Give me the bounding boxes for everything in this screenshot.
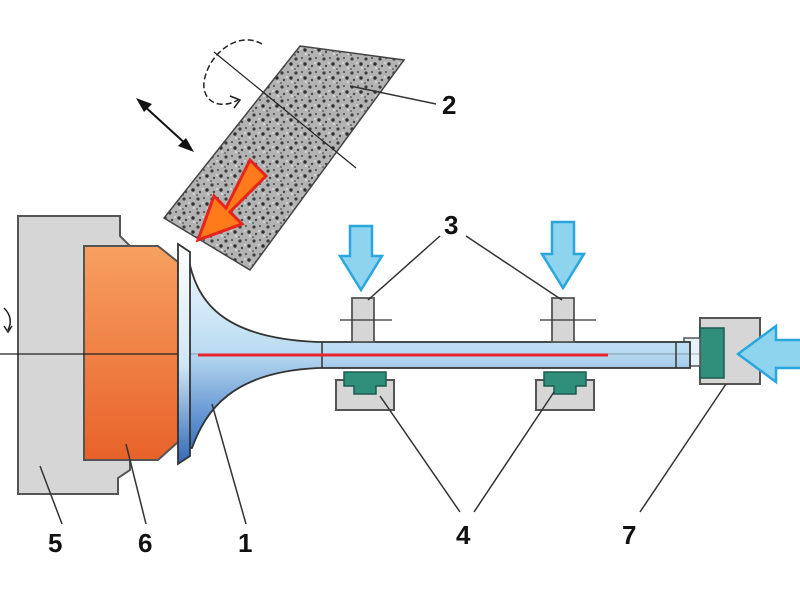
guide-roller-left: [340, 297, 392, 343]
leader-lines: [39, 85, 727, 525]
label-end-stop: 7: [622, 520, 636, 550]
support-right: [535, 371, 595, 411]
label-supports: 4: [456, 520, 471, 550]
guide-roller-right: [540, 297, 596, 343]
label-guide-rollers: 3: [444, 210, 458, 240]
support-left: [335, 371, 395, 411]
end-stop: [683, 317, 761, 385]
force-arrow-icon: [195, 157, 269, 243]
label-chuck-jaw: 6: [138, 528, 152, 558]
chuck-jaw: [83, 245, 179, 461]
chuck-rotation-icon: [3, 307, 11, 331]
label-valve: 1: [238, 528, 252, 558]
down-arrow-icon: [337, 224, 385, 293]
down-arrow-icon: [539, 220, 587, 291]
label-grinding-wheel: 2: [442, 90, 456, 120]
rotation-arrow-icon: [203, 39, 263, 109]
left-arrow-icon: [735, 323, 800, 385]
double-headed-arrow-icon: [136, 98, 194, 152]
label-chuck-body: 5: [48, 528, 62, 558]
